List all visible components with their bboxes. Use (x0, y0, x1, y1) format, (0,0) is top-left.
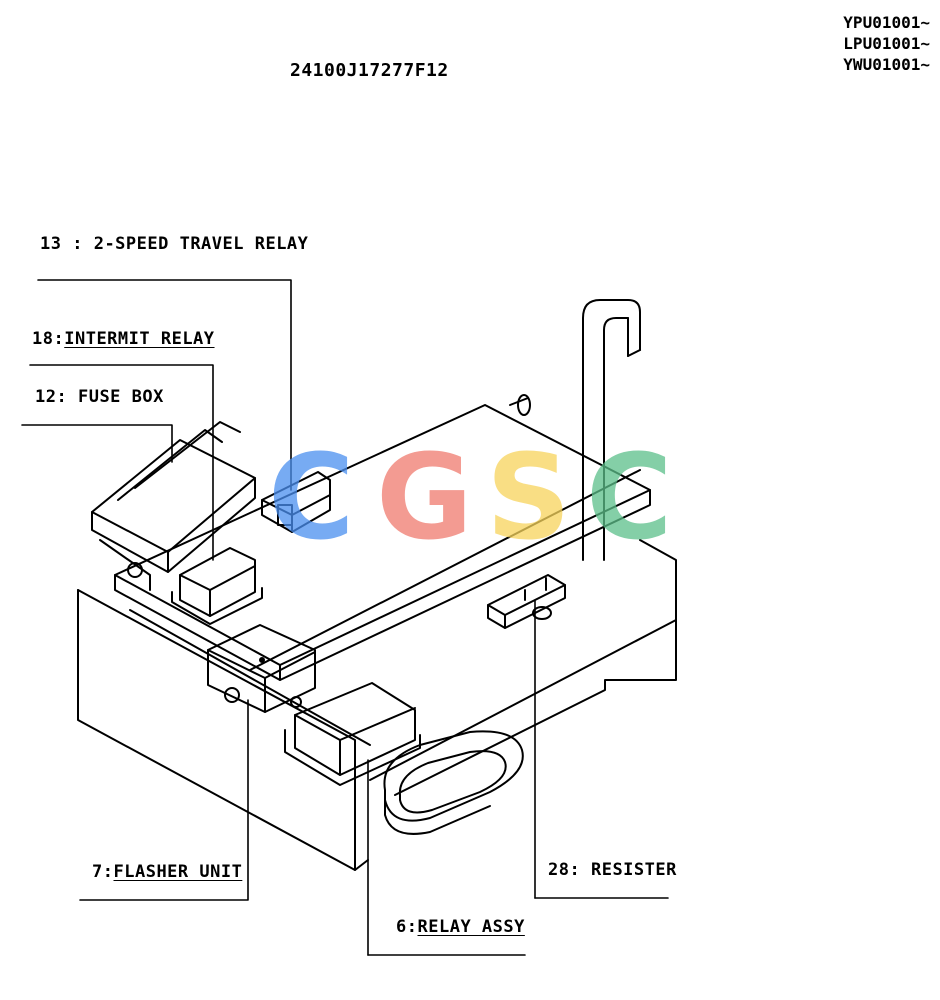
hook-bracket (582, 299, 641, 561)
label-travel-relay: 13 : 2-SPEED TRAVEL RELAY (40, 236, 308, 253)
label-number: 18 (32, 329, 54, 349)
relay-assy-part (284, 682, 421, 786)
label-fuse-box: 12: FUSE BOX (35, 389, 164, 406)
flasher-unit-part (207, 624, 316, 713)
label-separator: : (53, 329, 65, 349)
label-intermit-relay: 18:INTERMIT RELAY (32, 331, 215, 348)
watermark-letter: C (268, 428, 355, 566)
label-number: 12 (35, 387, 57, 407)
label-text: RELAY ASSY (417, 917, 525, 937)
top-plate (114, 394, 651, 681)
serial-range: LPU01001~ (843, 34, 930, 53)
label-flasher-unit: 7:FLASHER UNIT (92, 864, 242, 881)
serial-range-list: YPU01001~ LPU01001~ YWU01001~ (843, 12, 930, 75)
watermark-letter: S (486, 428, 571, 566)
label-number: 13 (40, 234, 62, 254)
grommet-part (383, 730, 524, 835)
label-number: 7 (92, 862, 103, 882)
travel-relay-part (261, 471, 331, 533)
serial-range: YWU01001~ (843, 55, 930, 74)
label-separator: : (406, 917, 418, 937)
leader-lines (21, 279, 669, 956)
label-separator: : (56, 387, 78, 407)
label-separator: : (102, 862, 114, 882)
label-resister: 28: RESISTER (548, 862, 677, 879)
label-text: FLASHER UNIT (113, 862, 243, 882)
fuse-box-part (91, 421, 256, 591)
intermit-relay-part (171, 547, 263, 625)
label-relay-assy: 6:RELAY ASSY (396, 919, 525, 936)
label-separator: : (569, 860, 591, 880)
base-plate (77, 469, 677, 871)
serial-range: YPU01001~ (843, 13, 930, 32)
watermark-letter: G (376, 428, 473, 566)
label-separator: : (61, 234, 94, 254)
label-text: RESISTER (590, 860, 677, 880)
label-text: 2-SPEED TRAVEL RELAY (93, 234, 309, 254)
label-text: FUSE BOX (77, 387, 164, 407)
part-code: 24100J17277F12 (290, 60, 449, 81)
label-text: INTERMIT RELAY (64, 329, 215, 349)
label-number: 6 (396, 917, 407, 937)
label-number: 28 (548, 860, 570, 880)
resister-part (487, 574, 566, 629)
watermark-letter: C (586, 428, 673, 566)
